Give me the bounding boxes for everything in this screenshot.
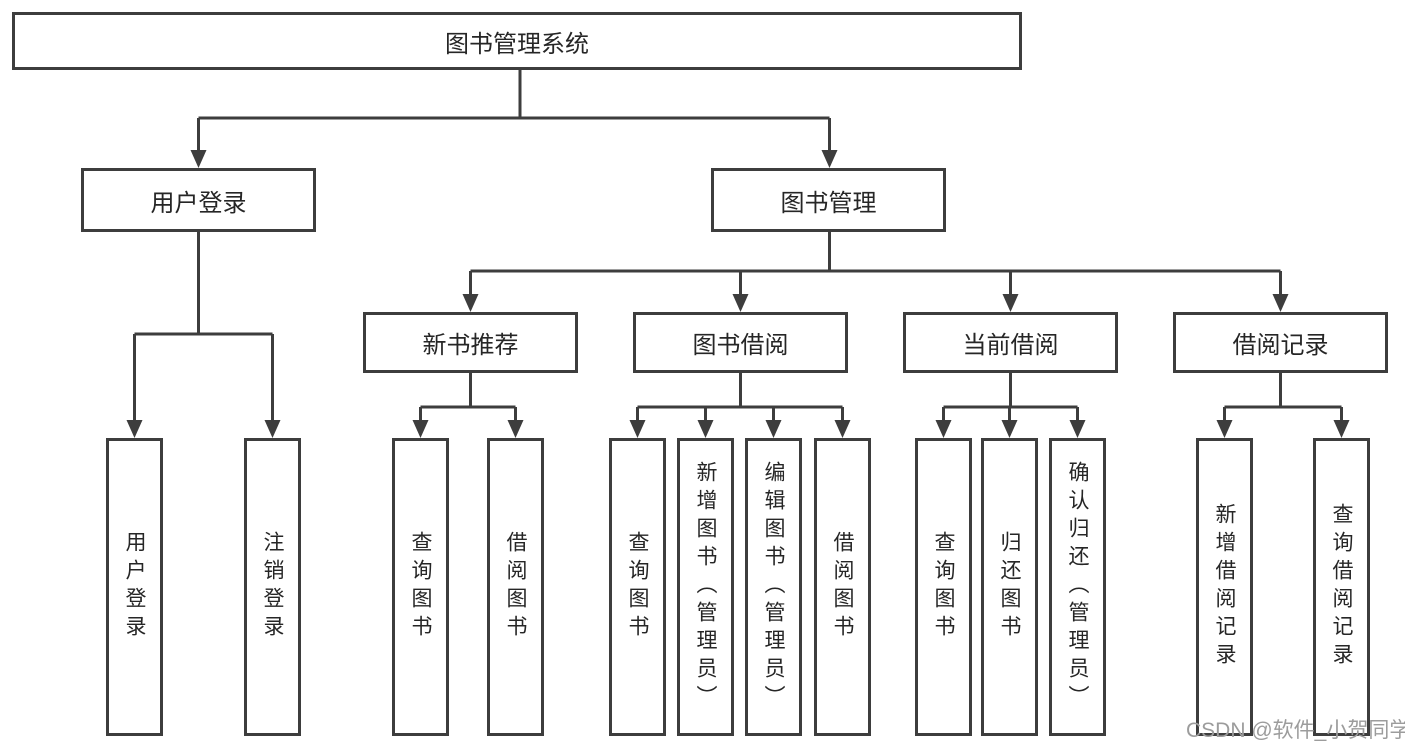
leaf-return-book-label: 归还图书 <box>998 531 1021 643</box>
leaf-query-borrow-record: 查询借阅记录 <box>1313 438 1370 736</box>
leaf-query-books-current: 查询图书 <box>915 438 972 736</box>
leaf-query-books-recommend: 查询图书 <box>392 438 449 736</box>
leaf-borrow-books-recommend: 借阅图书 <box>487 438 544 736</box>
node-current-borrowing: 当前借阅 <box>903 312 1118 373</box>
leaf-add-borrow-record: 新增借阅记录 <box>1196 438 1253 736</box>
leaf-logout: 注销登录 <box>244 438 301 736</box>
leaf-edit-book-admin: 编辑图书（管理员） <box>745 438 802 736</box>
leaf-add-book-admin: 新增图书（管理员） <box>677 438 734 736</box>
leaf-confirm-return-admin: 确认归还（管理员） <box>1049 438 1106 736</box>
leaf-query-books-current-label: 查询图书 <box>932 531 955 643</box>
node-root-system: 图书管理系统 <box>12 12 1022 70</box>
leaf-query-books-recommend-label: 查询图书 <box>409 531 432 643</box>
csdn-watermark: CSDN @软件_小贺同学 <box>1186 719 1405 742</box>
leaf-query-books-borrowing-label: 查询图书 <box>626 531 649 643</box>
node-new-book-recommendation-label: 新书推荐 <box>422 332 519 359</box>
leaf-return-book: 归还图书 <box>981 438 1038 736</box>
leaf-add-borrow-record-label: 新增借阅记录 <box>1213 503 1236 671</box>
node-borrowing-records-label: 借阅记录 <box>1232 332 1329 359</box>
leaf-borrow-books-recommend-label: 借阅图书 <box>504 531 527 643</box>
node-book-borrowing: 图书借阅 <box>633 312 848 373</box>
node-book-management: 图书管理 <box>711 168 946 232</box>
node-user-login: 用户登录 <box>81 168 316 232</box>
leaf-query-books-borrowing: 查询图书 <box>609 438 666 736</box>
leaf-borrow-books-borrowing: 借阅图书 <box>814 438 871 736</box>
leaf-borrow-books-borrowing-label: 借阅图书 <box>831 531 854 643</box>
node-user-login-label: 用户登录 <box>150 189 247 217</box>
node-borrowing-records: 借阅记录 <box>1173 312 1388 373</box>
node-current-borrowing-label: 当前借阅 <box>962 332 1059 359</box>
leaf-user-login-label: 用户登录 <box>123 531 146 643</box>
node-book-management-label: 图书管理 <box>780 189 877 217</box>
leaf-add-book-admin-label: 新增图书（管理员） <box>694 461 717 713</box>
leaf-logout-label: 注销登录 <box>261 531 284 643</box>
leaf-confirm-return-admin-label: 确认归还（管理员） <box>1066 461 1089 713</box>
leaf-user-login: 用户登录 <box>106 438 163 736</box>
leaf-query-borrow-record-label: 查询借阅记录 <box>1330 503 1353 671</box>
node-root-label: 图书管理系统 <box>445 30 589 58</box>
leaf-edit-book-admin-label: 编辑图书（管理员） <box>762 461 785 713</box>
node-new-book-recommendation: 新书推荐 <box>363 312 578 373</box>
node-book-borrowing-label: 图书借阅 <box>692 332 789 359</box>
